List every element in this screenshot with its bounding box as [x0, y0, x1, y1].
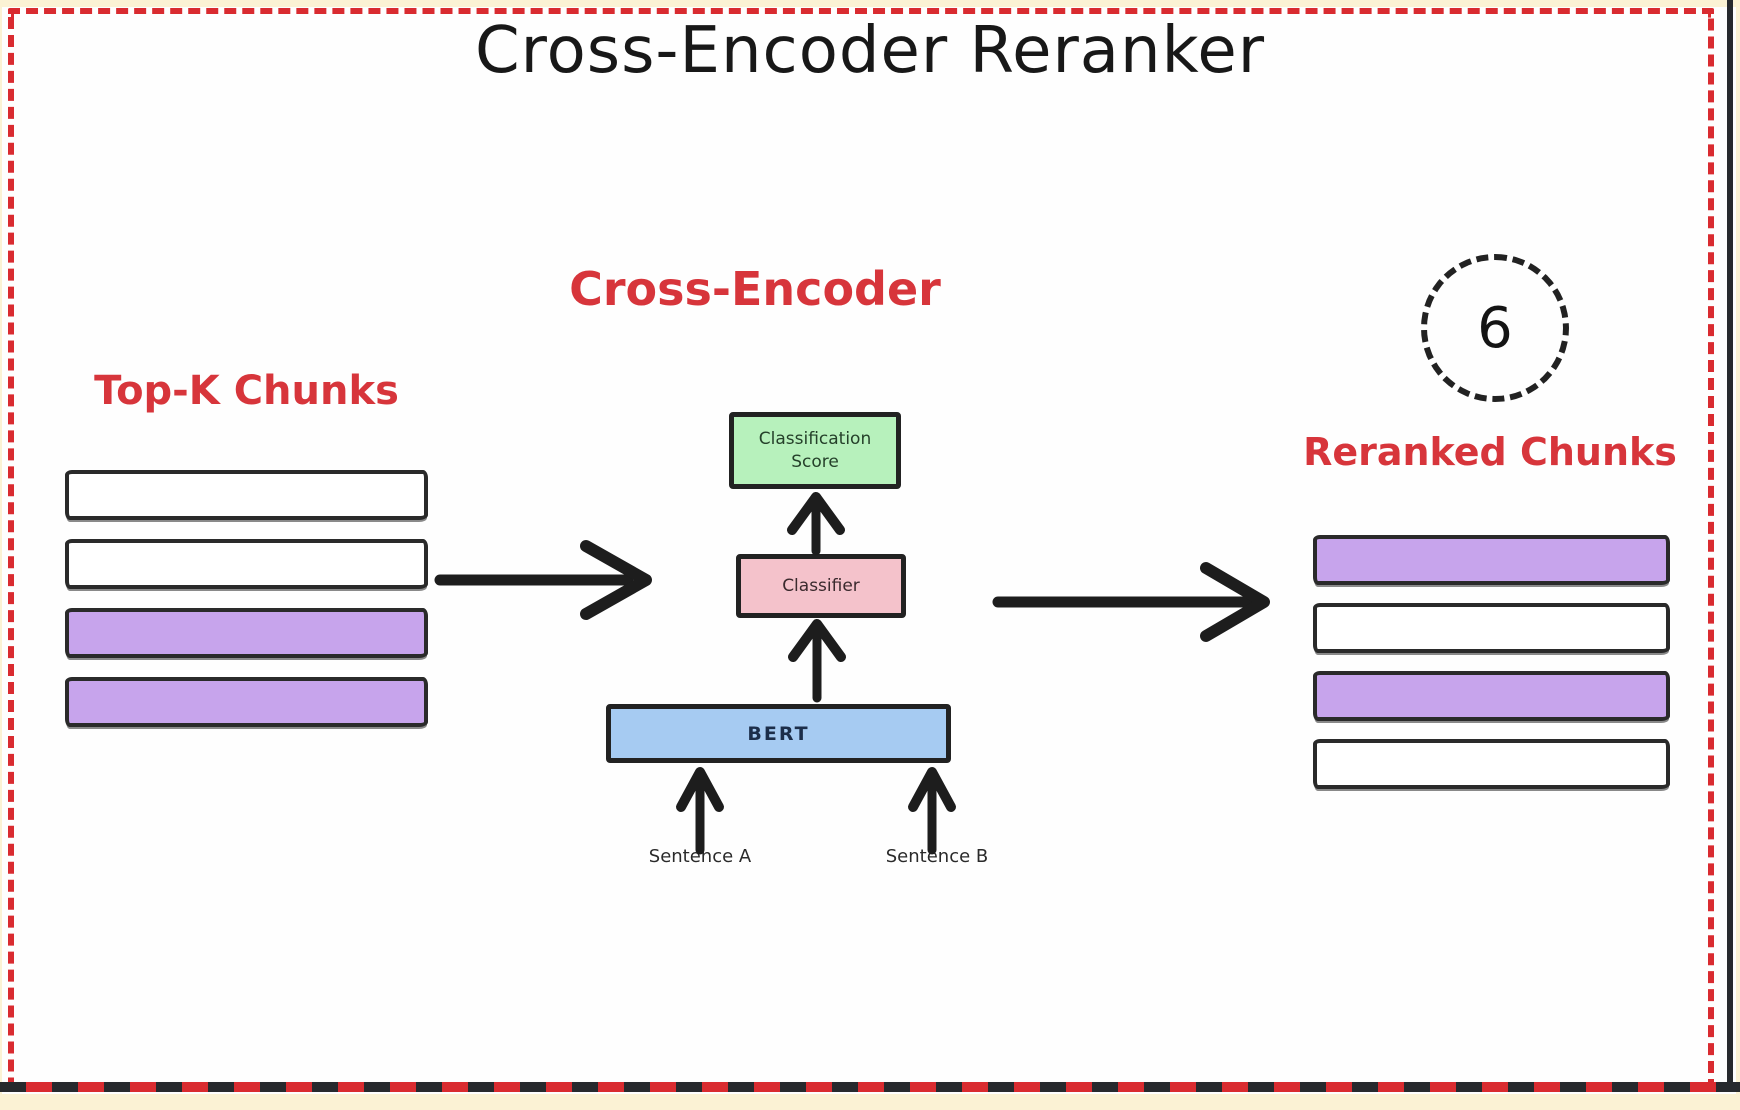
classifier-box: Classifier — [736, 554, 906, 618]
classification-score-text: Classification Score — [758, 428, 872, 472]
reranked-chunks-stack — [1313, 535, 1670, 789]
sentence-a-label: Sentence A — [648, 846, 752, 867]
slide-bottom-border — [0, 1082, 1740, 1092]
topk-chunks-label: Top-K Chunks — [94, 368, 399, 414]
step-badge: 6 — [1421, 254, 1569, 402]
sentence-b-label: Sentence B — [885, 846, 989, 867]
diagram-title: Cross-Encoder Reranker — [474, 14, 1266, 88]
cross-encoder-label: Cross-Encoder — [569, 262, 941, 316]
chunk-purple — [65, 677, 428, 727]
chunk-purple — [1313, 671, 1670, 721]
step-number: 6 — [1477, 295, 1513, 361]
topk-chunks-stack — [65, 470, 428, 727]
chunk-white — [1313, 603, 1670, 653]
chunk-white — [65, 470, 428, 520]
chunk-white — [65, 539, 428, 589]
chunk-white — [1313, 739, 1670, 789]
classification-score-box: Classification Score — [729, 412, 901, 489]
classifier-text: Classifier — [782, 576, 860, 596]
chunk-purple — [1313, 535, 1670, 585]
bert-box: BERT — [606, 704, 951, 763]
chunk-purple — [65, 608, 428, 658]
bert-text: BERT — [747, 722, 810, 745]
reranked-chunks-label: Reranked Chunks — [1303, 430, 1677, 474]
slide-right-edge — [1727, 0, 1733, 1092]
